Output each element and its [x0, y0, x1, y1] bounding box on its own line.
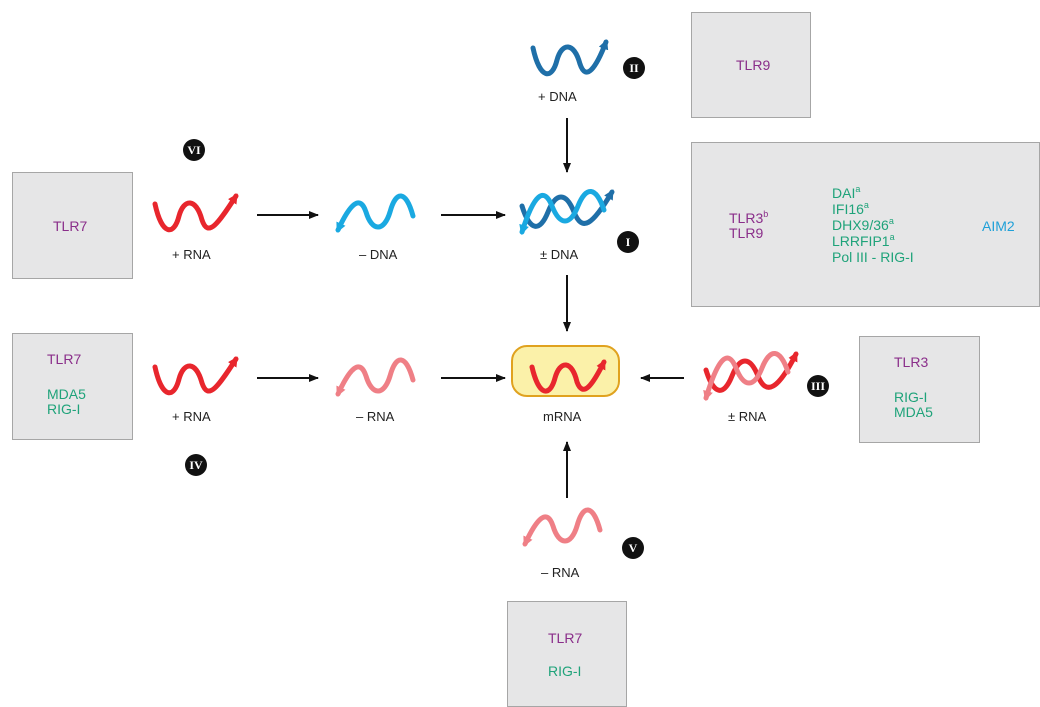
- plus-rna-vi-wave: [152, 193, 239, 233]
- pm-dna-wave-minus: [519, 189, 607, 235]
- tlr7-label: TLR7: [548, 630, 583, 646]
- plus-dna-label: + DNA: [538, 89, 577, 104]
- pol-iii-rig-i-label: Pol III - RIG-I: [832, 249, 914, 265]
- pm-rna-wave-minus: [703, 351, 791, 401]
- minus-dna-wave: [335, 193, 416, 233]
- rig-i-label: RIG-I: [47, 401, 81, 417]
- pm-rna-label: ± RNA: [728, 409, 767, 424]
- tlr9-label: TLR9: [729, 225, 764, 241]
- tlr7-label: TLR7: [47, 351, 82, 367]
- tlr3-label: TLR3: [894, 354, 929, 370]
- dai-label: DAIa: [832, 184, 861, 201]
- minus-dna-label: – DNA: [359, 247, 398, 262]
- minus-rna-iv-wave: [335, 357, 416, 397]
- plus-dna-wave: [530, 39, 609, 77]
- rig-i-label: RIG-I: [894, 389, 928, 405]
- tlr3-label: TLR3b: [729, 209, 769, 226]
- minus-rna-v-label: – RNA: [541, 565, 580, 580]
- class-i-sensor-box: TLR3b TLR9 DAIa IFI16a DHX9/36a LRRFIP1a…: [691, 142, 1040, 307]
- tlr9-label: TLR9: [736, 57, 771, 73]
- plus-rna-iv-wave: [152, 356, 239, 396]
- lrrfip1-label: LRRFIP1a: [832, 232, 895, 249]
- class-vi-sensor-box: TLR7: [12, 172, 133, 279]
- class-v-badge: V: [622, 537, 644, 559]
- tlr3-superscript: b: [763, 209, 769, 219]
- class-iii-badge: III: [807, 375, 829, 397]
- class-vi-badge: VI: [183, 139, 205, 161]
- class-iv-sensor-box: TLR7 MDA5 RIG-I: [12, 333, 133, 440]
- plus-rna-vi-label: + RNA: [172, 247, 211, 262]
- plus-rna-iv-label: + RNA: [172, 409, 211, 424]
- rig-i-label: RIG-I: [548, 663, 582, 679]
- mrna-label: mRNA: [543, 409, 582, 424]
- ifi16-label: IFI16a: [832, 200, 869, 217]
- mda5-label: MDA5: [894, 404, 933, 420]
- class-v-sensor-box: TLR7 RIG-I: [507, 601, 627, 707]
- mrna-wave: [529, 359, 607, 394]
- pm-dna-label: ± DNA: [540, 247, 579, 262]
- class-i-badge: I: [617, 231, 639, 253]
- dhx9-36-label: DHX9/36a: [832, 216, 894, 233]
- class-iv-badge: IV: [185, 454, 207, 476]
- pm-dna-wave-plus: [519, 189, 615, 229]
- class-iii-sensor-box: TLR3 RIG-I MDA5: [859, 336, 980, 443]
- minus-rna-v-wave: [522, 507, 603, 547]
- aim2-label: AIM2: [982, 218, 1015, 234]
- pm-rna-wave-plus: [703, 351, 799, 393]
- tlr7-label: TLR7: [53, 218, 88, 234]
- class-ii-badge: II: [623, 57, 645, 79]
- mda5-label: MDA5: [47, 386, 86, 402]
- class-ii-sensor-box: TLR9: [691, 12, 811, 118]
- minus-rna-iv-label: – RNA: [356, 409, 395, 424]
